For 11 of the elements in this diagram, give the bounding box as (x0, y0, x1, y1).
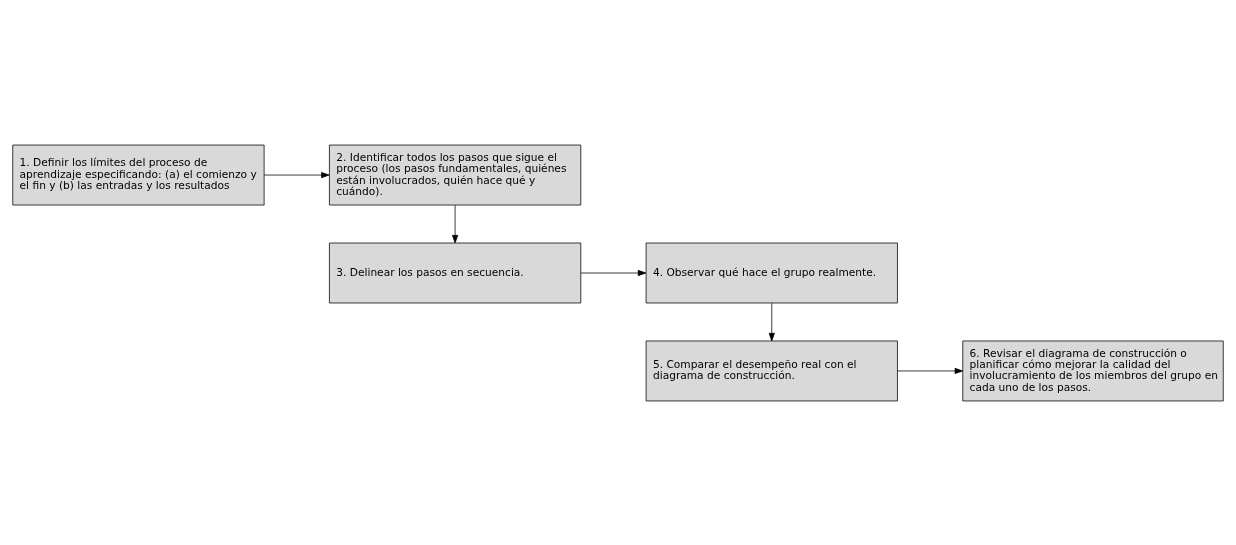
arrow (897, 367, 964, 374)
node-box: 6. Revisar el diagrama de construcción o planificar cómo mejorar la calidad del involucramiento de los miembros del grupo en cada uno de los pasos. (962, 340, 1224, 401)
arrow (263, 171, 330, 178)
node-box: 2. Identificar todos los pasos que sigue el proceso (los pasos fundamentales, quiénes están involucrados, quién hace qué y cuándo). (329, 144, 582, 205)
node-box: 1. Definir los límites del proceso de aprendizaje especificando: (a) el comienzo y el fin y (b) las entradas y los resultados (12, 144, 265, 205)
arrow (452, 204, 459, 243)
node-box: 5. Comparar el desempeño real con el diagrama de construcción. (645, 340, 898, 401)
node-box: 4. Observar qué hace el grupo realmente. (645, 242, 898, 303)
arrow (580, 269, 647, 276)
node-box: 3. Delinear los pasos en secuencia. (329, 242, 582, 303)
arrow (768, 302, 775, 341)
